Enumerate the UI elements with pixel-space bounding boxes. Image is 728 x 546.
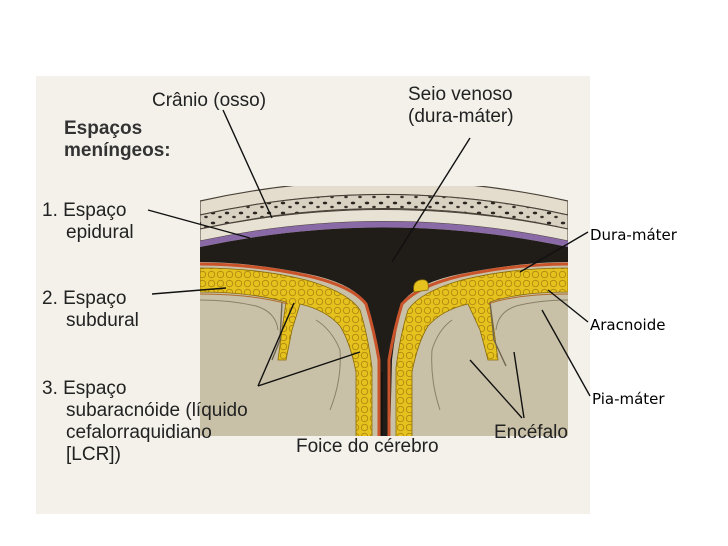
gyrus-outline-left (200, 299, 341, 411)
leader-subdural (151, 287, 227, 295)
leader-subarac-2 (257, 351, 361, 387)
label-seio-line-2: (dura-máter) (408, 106, 514, 127)
meningeal-dura-right (387, 262, 568, 436)
arachnoid-granulation (413, 279, 429, 293)
label-aracnoide: Aracnoide (590, 316, 666, 334)
space-subdural-name: subdural (66, 310, 139, 331)
sulcus-right (489, 301, 507, 367)
sulcus-left (271, 301, 283, 361)
skull-diploe (200, 194, 568, 230)
label-cranio: Crânio (osso) (152, 90, 267, 111)
pia-line-right (487, 293, 568, 305)
space-subarachnoid-name: subaracnóide (líquido (66, 400, 248, 421)
gyrus-outline-right (431, 299, 568, 411)
pia-line-left (200, 293, 289, 305)
label-seio-line-1: Seio venoso (408, 84, 513, 105)
leader-encefalo-2 (513, 351, 525, 419)
space-subdural-number: 2. Espaço (42, 288, 127, 309)
leader-epidural (147, 209, 251, 239)
space-subarachnoid-line4: [LCR]) (66, 444, 121, 465)
space-subdural: 2. Espaço subdural (42, 288, 139, 332)
space-epidural: 1. Espaço epidural (42, 200, 134, 244)
venous-sinus (200, 227, 568, 436)
meningeal-spaces-title: Espaços meníngeos: (64, 118, 171, 162)
title-line-2: meníngeos: (64, 140, 171, 161)
leader-pia (541, 309, 591, 397)
leader-aracnoide (547, 289, 589, 323)
label-foice-do-cerebro: Foice do cérebro (296, 436, 439, 457)
space-subarachnoid-line3: cefalorraquidiano (66, 422, 212, 443)
space-epidural-name: epidural (66, 222, 134, 243)
periosteal-dura (200, 221, 568, 247)
leader-dura (519, 231, 589, 273)
space-subarachnoid: 3. Espaço subaracnóide (líquido cefalorr… (42, 378, 248, 466)
label-seio-venoso: Seio venoso (dura-máter) (408, 84, 514, 128)
space-subarachnoid-number: 3. Espaço (42, 378, 127, 399)
leader-encefalo-1 (469, 359, 523, 419)
arachnoid-left (200, 267, 373, 436)
leader-cranio (222, 109, 273, 219)
leader-subarac-1 (257, 302, 295, 387)
title-line-1: Espaços (64, 118, 143, 139)
space-epidural-number: 1. Espaço (42, 200, 127, 221)
leader-seio (391, 137, 471, 263)
label-pia-mater: Pia-máter (592, 390, 665, 408)
label-encefalo: Encéfalo (494, 422, 568, 443)
label-dura-mater: Dura-máter (590, 226, 677, 244)
meningeal-dura (200, 262, 381, 436)
